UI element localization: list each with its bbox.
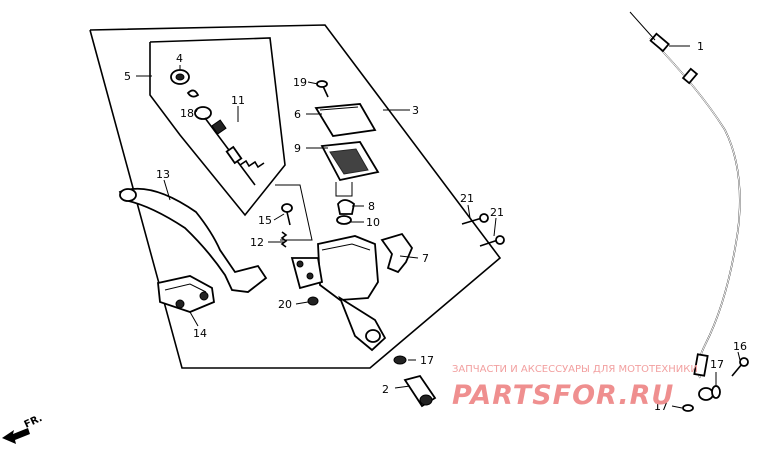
fitting-part-2	[403, 374, 437, 408]
watermark: ЗАПЧАСТИ И АКСЕССУАРЫ ДЛЯ МОТОТЕХНИКИ PA…	[452, 364, 698, 411]
callout-17a: 17	[420, 354, 434, 367]
callout-3: 3	[412, 104, 419, 117]
callout-17c: 17	[654, 400, 668, 413]
front-arrow-icon	[2, 428, 30, 444]
callout-10: 10	[366, 216, 380, 229]
piston-part-11	[204, 117, 265, 186]
lever-part-13	[118, 187, 268, 293]
callout-21b: 21	[490, 206, 504, 219]
cover-part-7	[380, 232, 414, 274]
boot-part-4	[170, 69, 190, 85]
callout-19: 19	[293, 76, 307, 89]
pivot-bolt-part-12	[280, 231, 288, 248]
holder-part-14	[157, 275, 215, 313]
bolt-part-16	[731, 357, 749, 377]
callout-1: 1	[697, 40, 704, 53]
callout-14: 14	[193, 327, 207, 340]
clip-part-18	[186, 89, 212, 120]
callout-12: 12	[250, 236, 264, 249]
front-direction-marker: FR.	[2, 413, 44, 444]
diaphragm-part-9	[320, 141, 380, 197]
float-part-8	[337, 199, 355, 215]
assembly-frame-inner	[149, 37, 286, 217]
watermark-tagline: ЗАПЧАСТИ И АКСЕССУАРЫ ДЛЯ МОТОТЕХНИКИ	[452, 364, 698, 375]
callout-17b: 17	[710, 358, 724, 371]
bolt-part-21b	[479, 235, 505, 247]
callout-18: 18	[180, 107, 194, 120]
callout-16: 16	[733, 340, 747, 353]
callout-6: 6	[294, 108, 301, 121]
assembly-frame-sub	[275, 184, 313, 241]
callout-4: 4	[176, 52, 183, 65]
callout-5: 5	[124, 70, 131, 83]
bolt-part-21a	[461, 213, 489, 225]
callout-7: 7	[422, 252, 429, 265]
assembly-frame-outer	[89, 24, 502, 369]
callout-20: 20	[278, 298, 292, 311]
watermark-brand: PARTSFOR.RU	[452, 380, 674, 411]
callout-13: 13	[156, 168, 170, 181]
screw-part-19	[316, 80, 329, 98]
nut-part-20	[307, 296, 319, 306]
brake-hose-part-1	[649, 32, 741, 401]
callout-8: 8	[368, 200, 375, 213]
callout-15: 15	[258, 214, 272, 227]
master-cylinder-body	[290, 235, 387, 352]
callout-11: 11	[231, 94, 245, 107]
callout-21a: 21	[460, 192, 474, 205]
washer-part-10	[336, 215, 352, 225]
callout-2: 2	[382, 383, 389, 396]
bolt-part-15	[281, 203, 293, 226]
front-direction-label: FR.	[23, 413, 44, 431]
washer-part-17a	[393, 355, 407, 365]
leader-lines	[136, 45, 741, 409]
cap-part-6	[314, 103, 377, 137]
washer-part-17b	[711, 385, 721, 399]
callout-9: 9	[294, 142, 301, 155]
washer-part-17c	[682, 404, 694, 412]
hose-guide-line	[629, 11, 656, 41]
